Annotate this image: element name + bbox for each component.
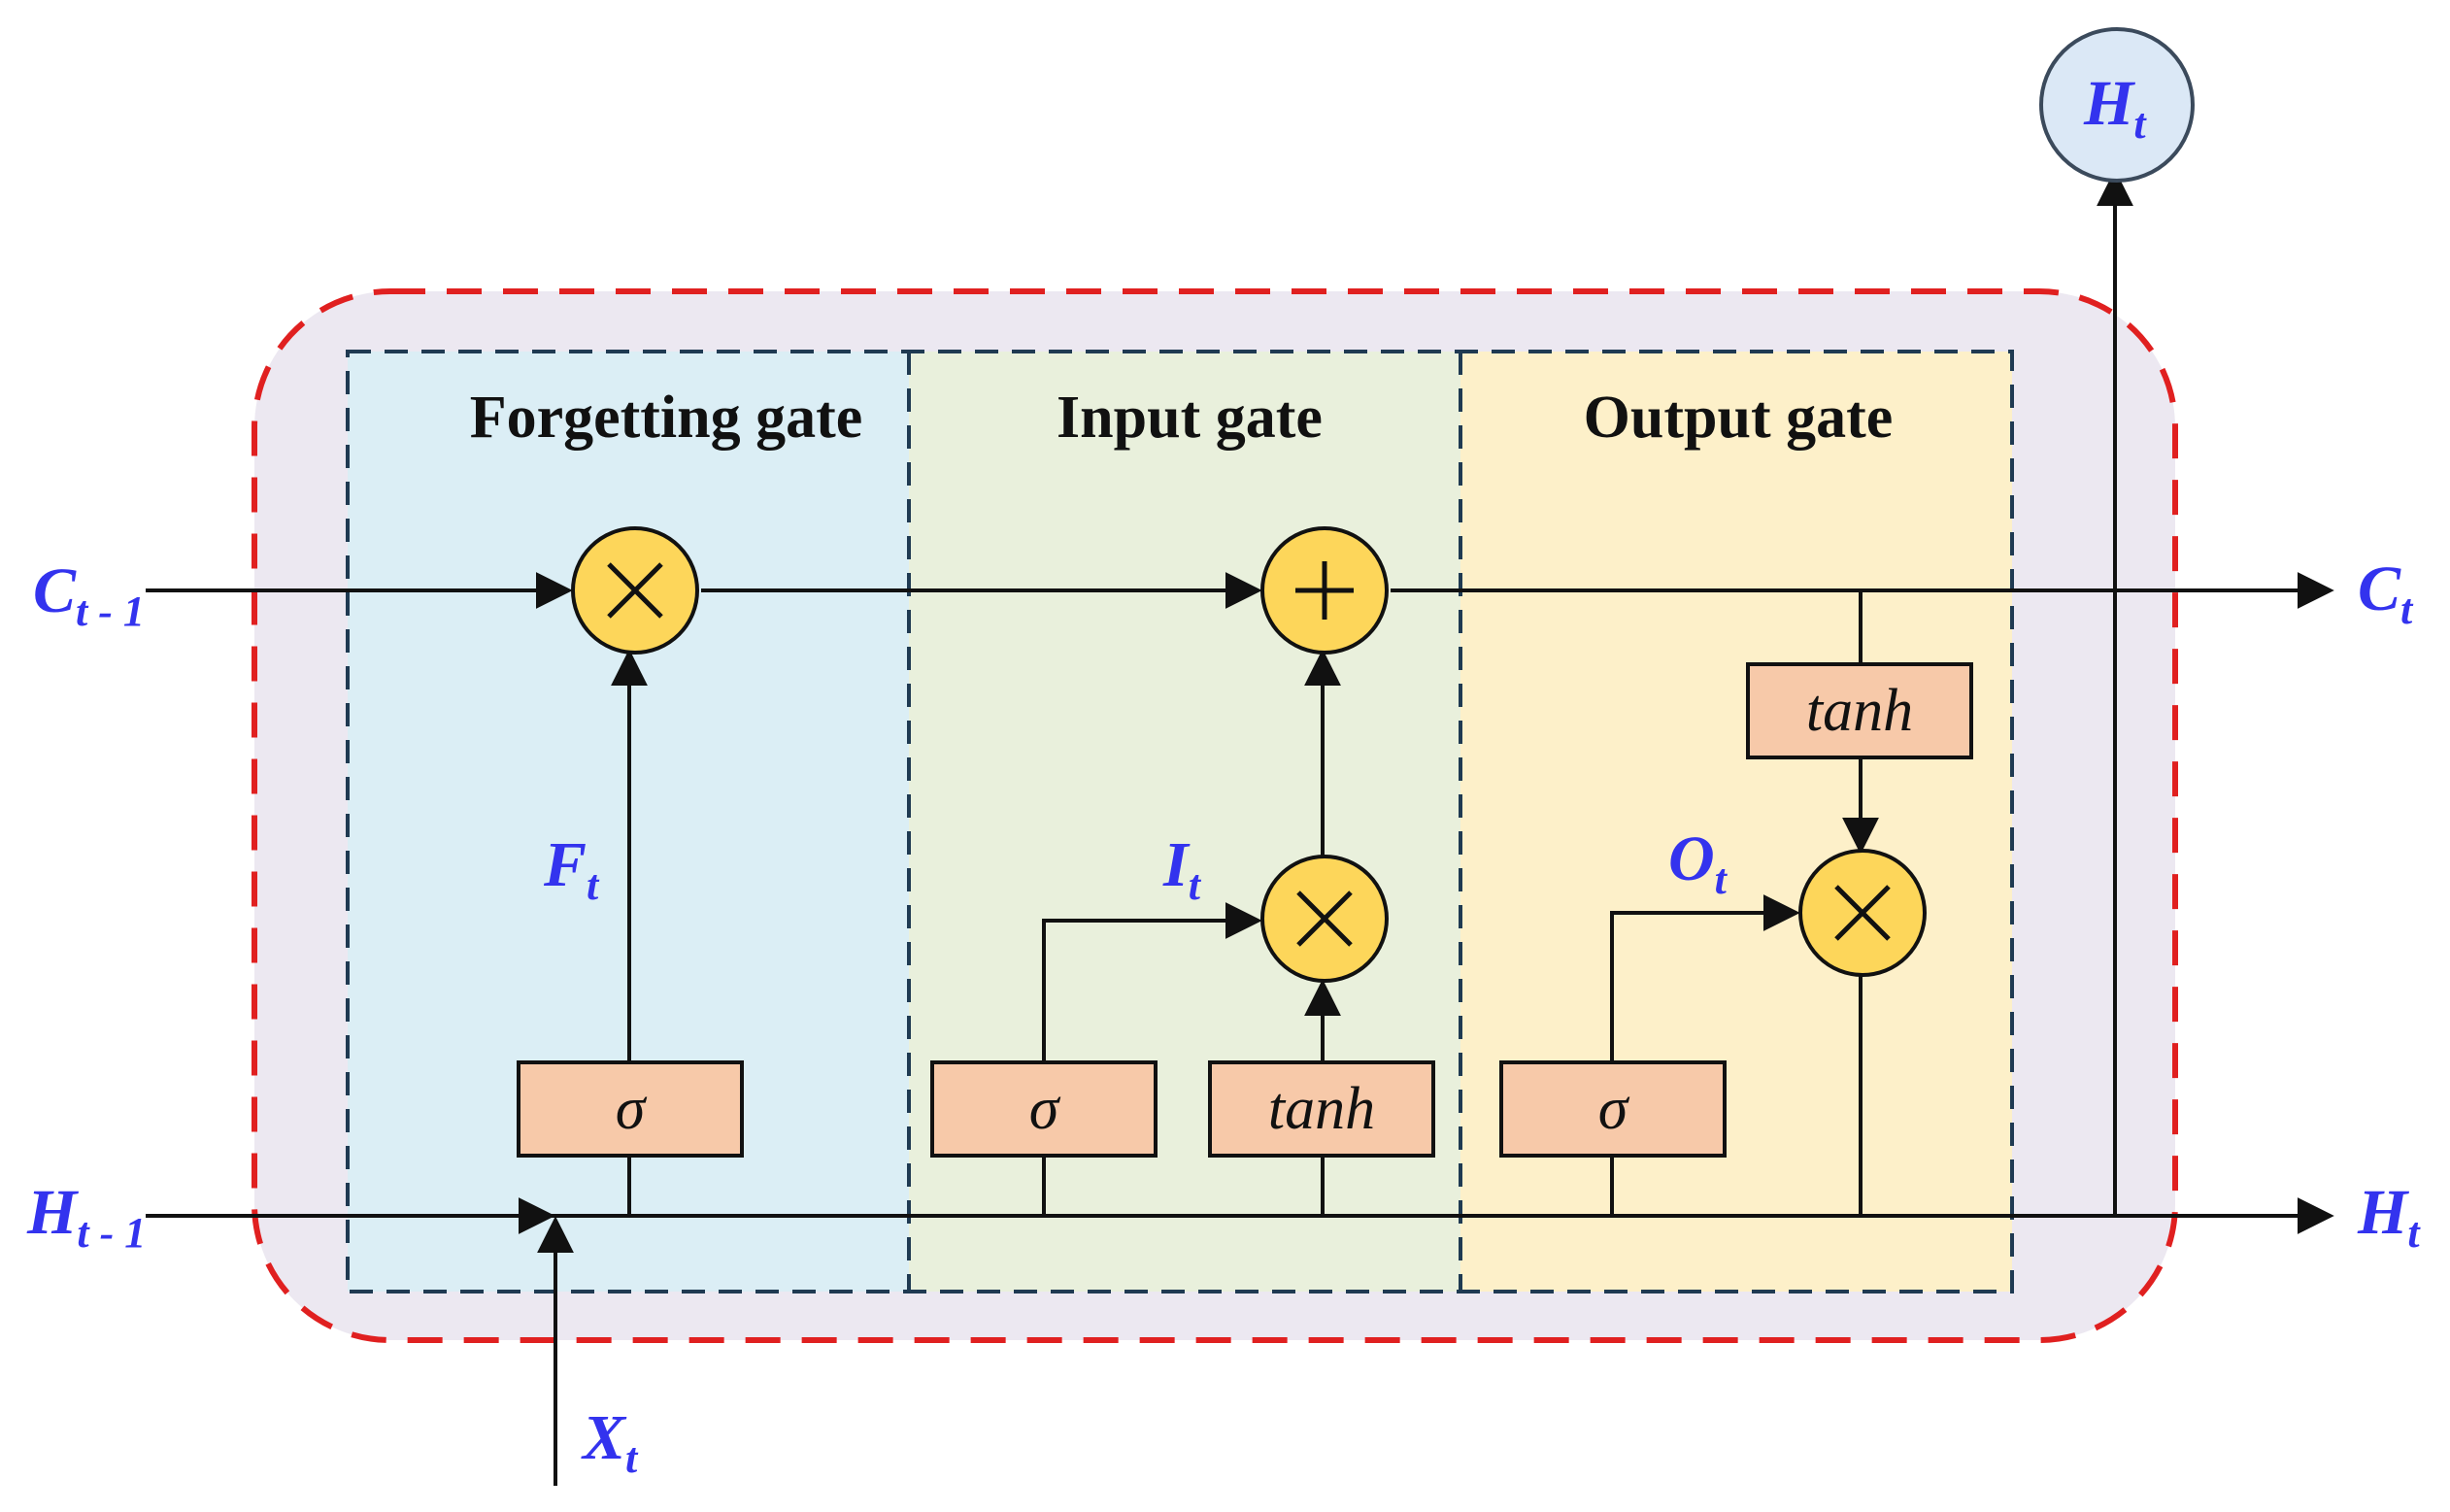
input-sigma-box: σ — [930, 1060, 1158, 1158]
svg-text:σ: σ — [1598, 1076, 1630, 1142]
multiply-icon — [1296, 890, 1353, 947]
output-gate-title: Output gate — [1584, 385, 1894, 451]
output-sigma-box: σ — [1499, 1060, 1727, 1158]
h-out-label: Ht — [2083, 68, 2147, 148]
ot-label: Ot — [1668, 823, 1728, 903]
input-tanh-box: tanh — [1208, 1060, 1435, 1158]
input-gate-title: Input gate — [1057, 385, 1323, 451]
h-prev-label: Ht - 1 — [26, 1177, 146, 1257]
plus-icon — [1295, 561, 1354, 620]
h-next-label: Ht — [2357, 1177, 2421, 1257]
ft-label: Ft — [543, 829, 600, 909]
multiply-icon — [1834, 885, 1891, 941]
output-multiply-operator — [1798, 849, 1927, 977]
multiply-icon — [607, 562, 663, 619]
x-input-label: Xt — [581, 1402, 639, 1482]
forget-multiply-operator — [571, 526, 699, 655]
output-ot-line — [1610, 894, 1800, 1062]
cell-add-operator — [1260, 526, 1389, 655]
c-next-label: Ct — [2358, 554, 2414, 633]
it-label: It — [1162, 829, 1202, 909]
svg-text:σ: σ — [1029, 1076, 1061, 1142]
c-prev-label: Ct - 1 — [33, 555, 145, 635]
forget-sigma-box: σ — [517, 1060, 744, 1158]
output-tanh-box: tanh — [1746, 662, 1973, 759]
forgetting-gate-title: Forgetting gate — [470, 385, 863, 451]
input-multiply-operator — [1260, 855, 1389, 983]
input-it-line — [1042, 902, 1262, 1062]
svg-text:σ: σ — [616, 1076, 648, 1142]
gates-border — [346, 350, 2014, 1294]
hidden-output-node — [2039, 27, 2195, 183]
svg-text:tanh: tanh — [1806, 678, 1913, 744]
svg-text:tanh: tanh — [1268, 1076, 1375, 1142]
